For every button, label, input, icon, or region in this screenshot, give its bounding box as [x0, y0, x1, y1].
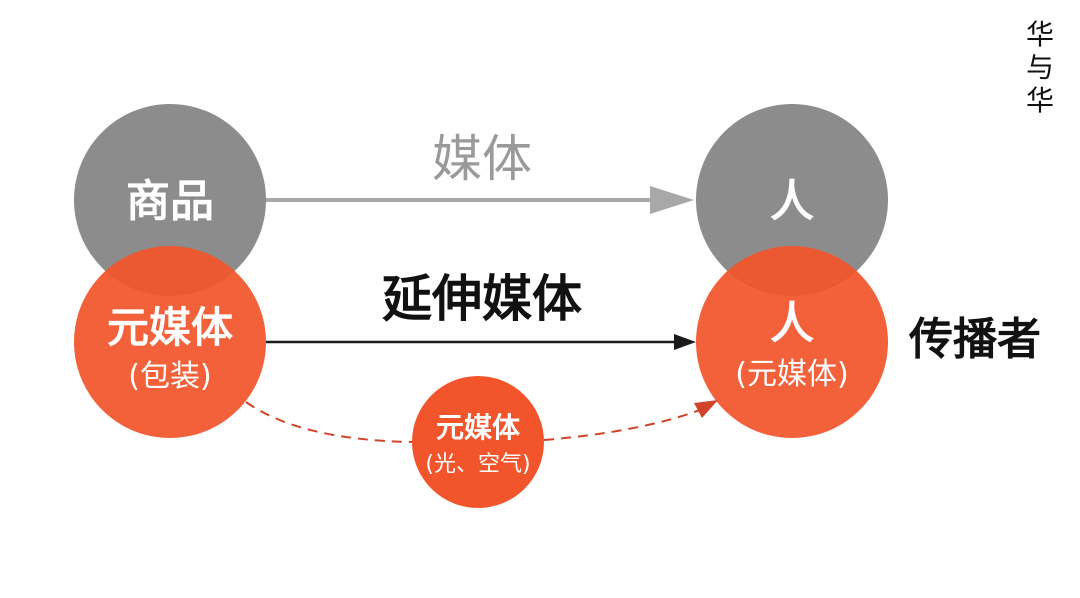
person-top-label: 人 — [770, 176, 814, 227]
meta-light-label: 元媒体 — [436, 411, 521, 444]
meta-packaging-sub: (包装) — [128, 359, 211, 394]
media-arrow-head — [650, 186, 694, 214]
person-top-circle — [696, 104, 888, 296]
goods-circle — [74, 104, 266, 296]
dashed-curve-left — [245, 401, 413, 443]
meta-light-sub: (光、空气) — [425, 452, 530, 477]
dashed-arrow-head — [694, 400, 718, 418]
logo-char-2: 与 — [1025, 51, 1054, 84]
person-meta-label: 人 — [770, 298, 814, 349]
extended-media-edge-label: 延伸媒体 — [382, 270, 582, 328]
logo-char-1: 华 — [1025, 18, 1054, 51]
meta-packaging-label: 元媒体 — [107, 303, 233, 352]
goods-label: 商品 — [126, 176, 214, 227]
person-meta-circle — [696, 246, 888, 438]
logo-seal: 华 与 华 — [1018, 18, 1062, 117]
extended-media-arrow-head — [674, 334, 696, 350]
meta-light-circle — [412, 376, 544, 508]
media-edge-label: 媒体 — [432, 130, 532, 188]
meta-packaging-circle — [74, 246, 266, 438]
communicator-label: 传播者 — [908, 314, 1041, 365]
logo-char-3: 华 — [1025, 84, 1054, 117]
person-meta-sub: (元媒体) — [735, 357, 848, 392]
dashed-curve-right — [543, 409, 701, 441]
